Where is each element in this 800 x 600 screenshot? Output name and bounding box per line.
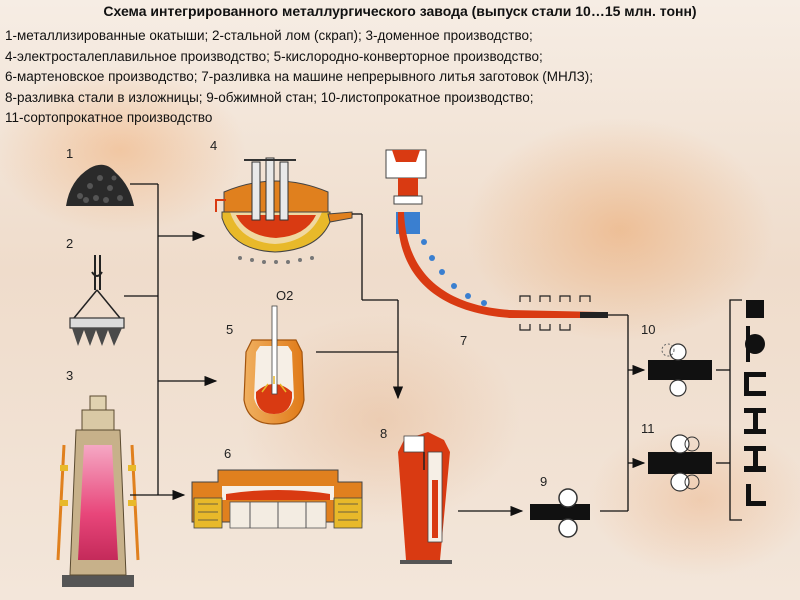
product-profiles bbox=[744, 300, 766, 506]
label-8: 8 bbox=[380, 426, 388, 441]
open-hearth-furnace-icon bbox=[191, 469, 363, 529]
legend-line-5: 11-сортопрокатное производство bbox=[5, 110, 213, 125]
section-rolling-icon bbox=[648, 434, 712, 492]
label-11: 11 bbox=[641, 421, 655, 436]
flow-lines bbox=[124, 183, 742, 521]
label-3: 3 bbox=[66, 368, 74, 383]
plate-rolling-icon bbox=[648, 343, 712, 397]
flat-bar-icon bbox=[746, 326, 750, 362]
blast-furnace-icon bbox=[56, 395, 140, 587]
legend-line-1: 1-металлизированные окатыши; 2-стальной … bbox=[5, 28, 533, 43]
oxygen-converter-icon bbox=[243, 305, 305, 425]
label-2: 2 bbox=[66, 236, 74, 251]
label-1: 1 bbox=[66, 146, 74, 161]
label-9: 9 bbox=[540, 474, 548, 489]
continuous-casting-machine-icon bbox=[385, 149, 608, 331]
label-7: 7 bbox=[460, 333, 468, 348]
legend-line-3: 6-мартеновское производство; 7-разливка … bbox=[5, 69, 594, 84]
square-billet-icon bbox=[746, 300, 764, 318]
legend-line-4: 8-разливка стали в изложницы; 9-обжимной… bbox=[5, 89, 534, 105]
electric-arc-furnace-icon bbox=[215, 157, 353, 264]
rail-icon bbox=[744, 446, 766, 472]
channel-icon bbox=[744, 372, 766, 396]
i-beam-icon bbox=[744, 408, 766, 434]
label-6: 6 bbox=[224, 446, 232, 461]
label-o2: O2 bbox=[276, 288, 294, 303]
ingot-mold-icon bbox=[398, 432, 452, 564]
scrap-magnet-icon bbox=[69, 255, 125, 346]
blooming-mill-icon bbox=[530, 488, 590, 538]
label-5: 5 bbox=[226, 322, 234, 337]
legend: 1-металлизированные окатыши; 2-стальной … bbox=[5, 26, 795, 129]
label-4: 4 bbox=[210, 138, 218, 153]
legend-line-2: 4-электросталеплавильное производство; 5… bbox=[5, 48, 543, 64]
label-10: 10 bbox=[641, 322, 656, 337]
page-title: Схема интегрированного металлургического… bbox=[103, 3, 697, 19]
pellets-pile-icon bbox=[66, 164, 134, 206]
angle-icon bbox=[746, 484, 766, 506]
